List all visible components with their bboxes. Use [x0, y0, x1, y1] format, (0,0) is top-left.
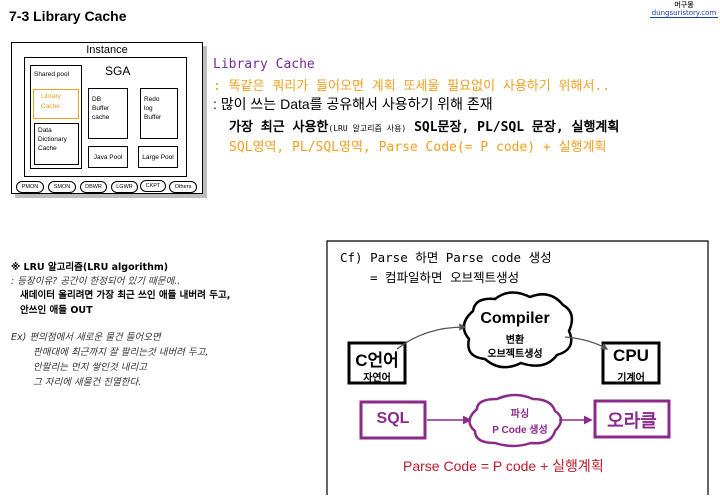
db-buffer-cache-box: DB Buffer cache: [88, 88, 128, 139]
page-title: 7-3 Library Cache: [9, 8, 127, 24]
dictionary-cache-line: Dictionary: [38, 136, 67, 143]
process-lgwr: LGWR: [111, 181, 138, 193]
lru-reason: : 등장이유? 공간이 한정되어 있기 때문에..: [11, 276, 181, 287]
process-pmon: PMON: [16, 181, 44, 193]
compile-analogy-diagram: [326, 240, 709, 495]
c-language-sub: 자연어: [363, 373, 391, 384]
large-pool-box: Large Pool: [138, 146, 178, 168]
library-cache-box: Library Cache: [33, 89, 79, 119]
dictionary-cache-box: Data Dictionary Cache: [34, 123, 79, 165]
redo-log-buffer-box: Redo log Buffer: [140, 88, 178, 139]
site-logo: 머구몽 dungsuristory.com: [650, 1, 718, 19]
pcode-cloud: [468, 393, 563, 448]
areas-line: SQL영역, PL/SQL영역, Parse Code(= P code) + …: [229, 140, 607, 155]
lru-rule-1: 새데이터 올리려면 가장 최근 쓰인 애들 내버려 두고,: [20, 290, 231, 301]
cf-line-2: = 컴파일하면 오브젝트생성: [370, 270, 520, 285]
shared-pool-label: Shared pool: [34, 71, 70, 78]
oracle-label: 오라클: [607, 411, 657, 431]
cf-line-1: Cf) Parse 하면 Parse code 생성: [340, 250, 552, 265]
arrow-c-to-compiler: [396, 323, 467, 350]
panel-border: [326, 240, 709, 495]
redo-line: Buffer: [144, 114, 162, 121]
cpu-sub: 기계어: [617, 373, 645, 384]
sql-box: [359, 400, 427, 440]
oracle-box: [593, 399, 671, 439]
compiler-cloud: [462, 291, 574, 369]
lru-title: ※ LRU 알고리즘(LRU algorithm): [11, 262, 169, 273]
library-cache-heading: Library Cache: [213, 57, 315, 72]
compiler-label: Compiler: [480, 310, 550, 327]
lru-note: (LRU 알고리즘 사용): [328, 124, 407, 133]
db-buffer-line: cache: [92, 114, 110, 121]
process-others: Others: [169, 181, 197, 193]
shared-pool-box: [30, 65, 82, 169]
lru-rule-2: 안쓰인 애들 OUT: [20, 305, 93, 316]
process-ckpt: CKPT: [140, 180, 166, 192]
c-language-label: C언어: [355, 351, 399, 370]
cpu-label: CPU: [613, 346, 649, 365]
sga-label: SGA: [105, 64, 131, 78]
arrow-compiler-to-cpu: [564, 336, 609, 350]
stored-items-line: 가장 최근 사용한(LRU 알고리즘 사용) SQL문장, PL/SQL 문장,…: [229, 116, 619, 135]
process-dbwr: DBWR: [80, 181, 107, 193]
library-cache-line: Library: [41, 93, 61, 100]
stored-items-a: 가장 최근 사용한: [229, 120, 329, 135]
dictionary-cache-line: Cache: [38, 145, 57, 152]
sql-label: SQL: [376, 410, 410, 427]
logo-line2: dungsuristory.com: [650, 9, 718, 18]
parse-label: 파싱: [510, 409, 530, 420]
redo-line: Redo: [144, 96, 160, 103]
instance-label: Instance: [86, 44, 128, 56]
purpose-line-1: : 똑같은 쿼리가 들어오면 계획 또세울 필요없이 사용하기 위해서..: [213, 79, 611, 94]
logo-line1: 머구몽: [674, 1, 694, 9]
example-line-2: 판매대에 최근까지 잘 팔리는것 내버려 두고,: [33, 347, 209, 358]
db-buffer-line: Buffer: [92, 105, 110, 112]
pcode-label: P Code 생성: [492, 425, 548, 436]
stored-items-b: SQL문장, PL/SQL 문장, 실행계획: [406, 120, 620, 135]
dictionary-cache-line: Data: [38, 127, 52, 134]
redo-line: log: [144, 105, 153, 112]
example-line-3: 안팔리는 먼지 쌓인것 내리고: [33, 362, 147, 373]
cpu-box: [601, 341, 661, 385]
library-cache-line: Cache: [41, 103, 60, 110]
compiler-sub-2: 오브젝트생성: [487, 349, 543, 360]
example-line-4: 그 자리에 새물건 진열한다.: [33, 377, 142, 388]
parse-code-formula: Parse Code = P code + 실행계획: [403, 458, 604, 474]
compiler-sub-1: 변환: [505, 335, 525, 346]
purpose-line-2: : 많이 쓰는 Data를 공유해서 사용하기 위해 존재: [213, 96, 493, 112]
process-smon: SMON: [48, 181, 76, 193]
db-buffer-line: DB: [92, 96, 102, 103]
c-language-box: [347, 341, 407, 385]
example-line-1: Ex) 편의점에서 새로운 물건 들어오면: [11, 332, 161, 343]
java-pool-box: Java Pool: [88, 146, 128, 168]
